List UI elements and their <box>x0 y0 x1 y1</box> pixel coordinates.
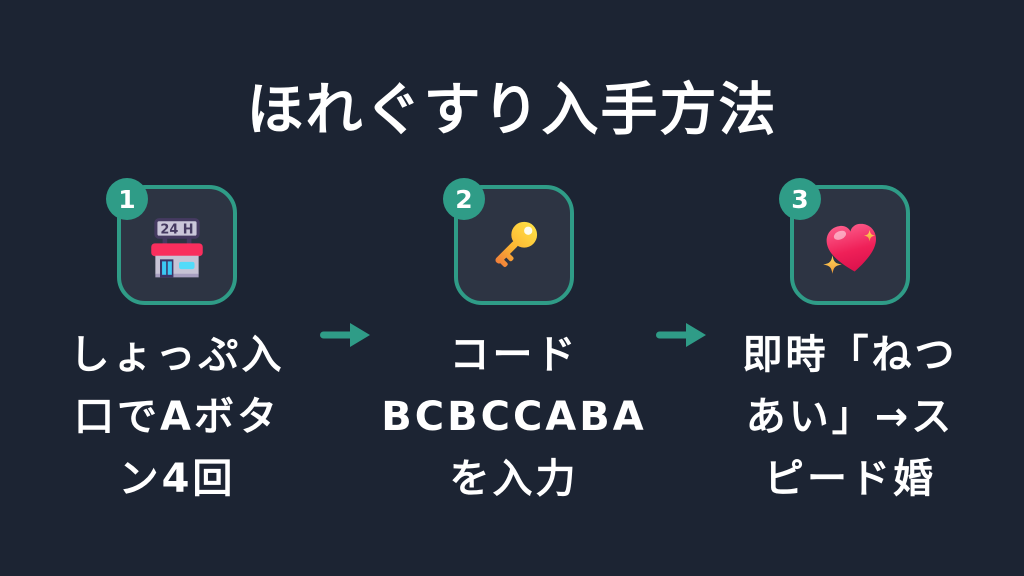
caption-line: 即時「ねつ <box>742 332 958 378</box>
step-card-2: 2 <box>443 178 574 305</box>
arrow-right-icon <box>656 323 706 347</box>
step-caption-2: コード BCBCCABA を入力 <box>354 324 674 510</box>
store-sign-label: 24 H <box>160 222 193 237</box>
convenience-store-icon: 24 H <box>151 218 203 278</box>
arrow-right-icon <box>320 323 370 347</box>
step-card-3: 3 <box>779 178 910 305</box>
caption-line: しょっぷ入 <box>69 332 285 378</box>
caption-line: を入力 <box>449 456 579 502</box>
sparkling-heart-icon <box>823 223 876 274</box>
caption-line: 口でAボタ <box>74 394 280 440</box>
caption-line: ピード婚 <box>764 456 936 502</box>
step-number-badge-3: 3 <box>779 178 821 220</box>
step-number-badge-2: 2 <box>443 178 485 220</box>
step-caption-1: しょっぷ入 口でAボタ ン4回 <box>17 324 337 510</box>
page-title: ほれぐすり入手方法 <box>246 77 778 143</box>
step-caption-3: 即時「ねつ あい」→ス ピード婚 <box>690 324 1010 510</box>
step-card-1: 1 24 H <box>106 178 237 305</box>
step-number-badge-1: 1 <box>106 178 148 220</box>
caption-line: あい」→ス <box>745 394 955 440</box>
key-icon <box>495 221 538 268</box>
caption-line: BCBCCABA <box>381 394 647 440</box>
caption-line: ン4回 <box>118 456 236 502</box>
caption-line: コード <box>449 332 579 378</box>
